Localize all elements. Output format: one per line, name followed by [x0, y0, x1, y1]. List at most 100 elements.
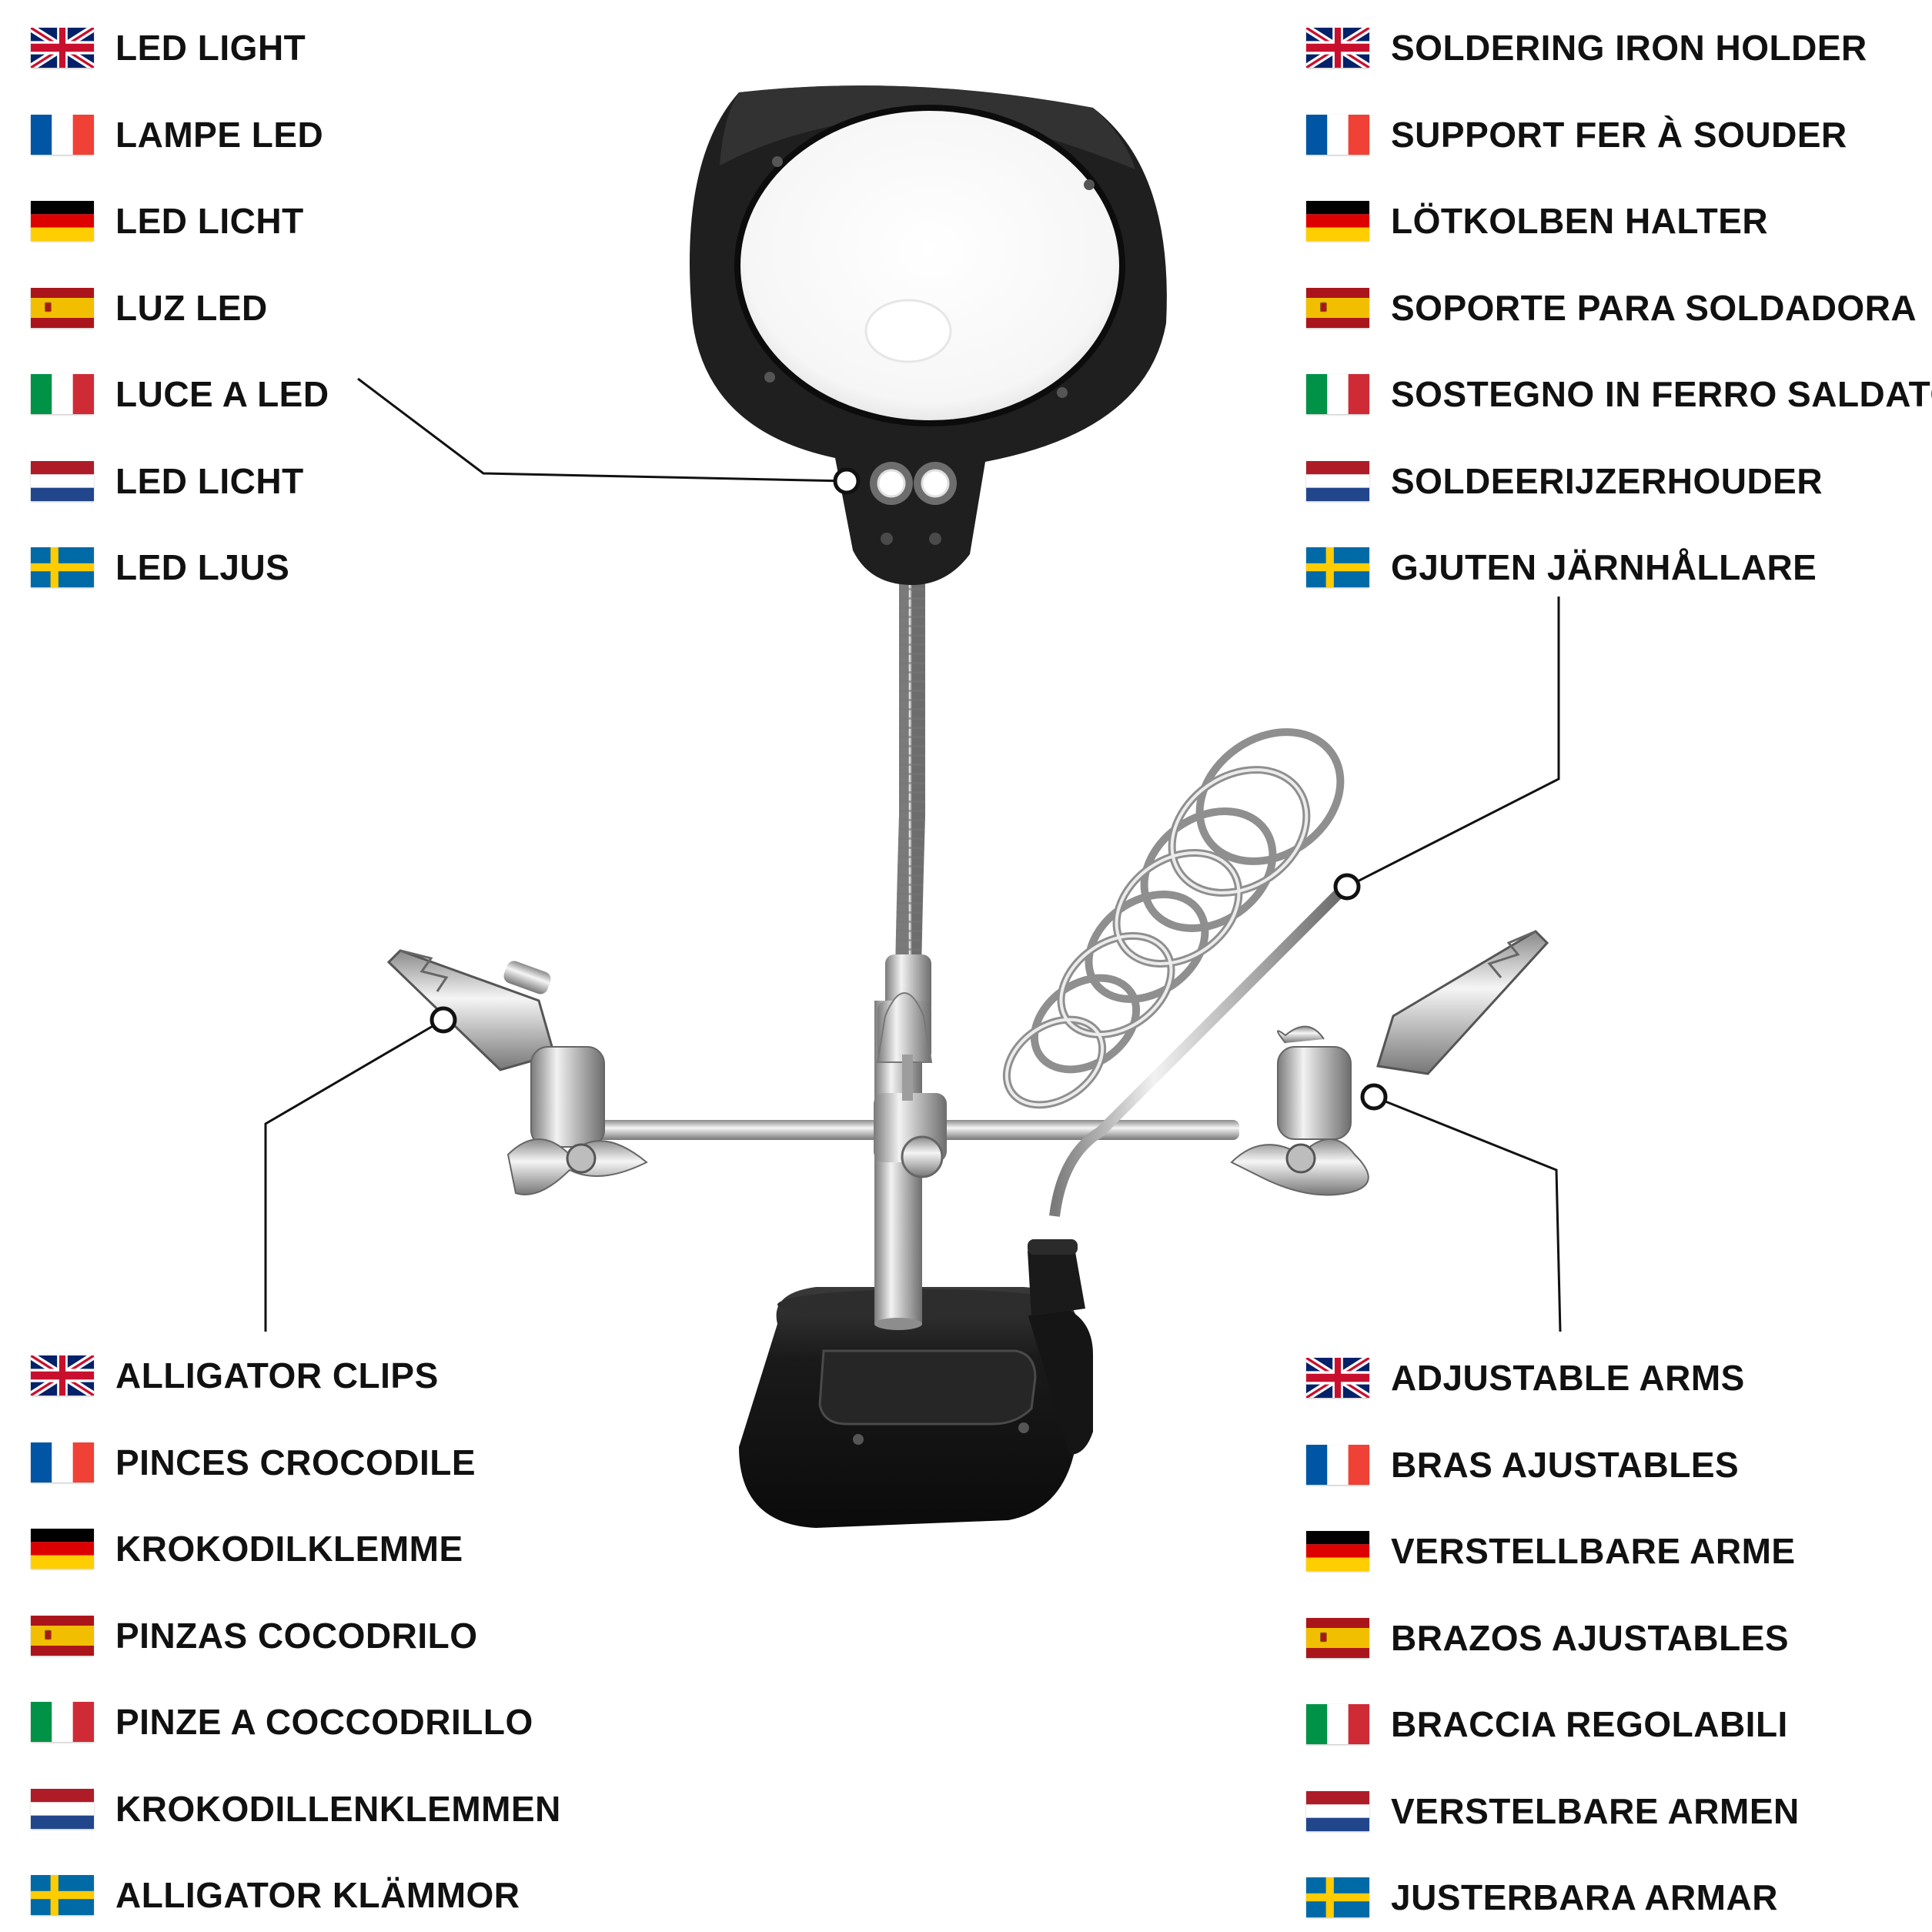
label-text: GJUTEN JÄRNHÅLLARE: [1391, 547, 1817, 587]
label-text: KROKODILLENKLEMMEN: [115, 1788, 561, 1829]
soldering-coil: [1002, 728, 1345, 1217]
label-text: BRACCIA REGOLABILI: [1391, 1704, 1788, 1744]
leader-dot-holder: [1333, 873, 1361, 901]
france-flag-icon: [31, 114, 94, 155]
label-text: LÖTKOLBEN HALTER: [1391, 201, 1769, 241]
uk-flag-icon: [31, 1355, 94, 1396]
label-text: JUSTERBARA ARMAR: [1391, 1877, 1778, 1917]
netherlands-flag-icon: [1306, 1790, 1369, 1831]
label-text: LUZ LED: [115, 287, 268, 328]
label-row: ALLIGATOR CLIPS: [31, 1345, 439, 1406]
label-text: SOSTEGNO IN FERRO SALDATO: [1391, 374, 1932, 414]
label-text: BRAS AJUSTABLES: [1391, 1444, 1740, 1485]
label-row: PINZE A COCCODRILLO: [31, 1691, 533, 1753]
leader-line-arms: [1373, 1095, 1562, 1332]
label-row: GJUTEN JÄRNHÅLLARE: [1306, 536, 1817, 598]
stand-base: [739, 1239, 1093, 1528]
uk-flag-icon: [1306, 28, 1369, 68]
leader-dot-arms: [1360, 1083, 1388, 1111]
spain-flag-icon: [31, 287, 94, 328]
label-text: VERSTELLBARE ARME: [1391, 1531, 1796, 1571]
germany-flag-icon: [31, 1529, 94, 1569]
label-row: LUCE A LED: [31, 363, 329, 425]
magnifier-head: [690, 85, 1167, 586]
label-text: LED LIGHT: [115, 28, 306, 68]
italy-flag-icon: [1306, 374, 1369, 414]
label-row: SUPPORT FER À SOUDER: [1306, 104, 1847, 165]
label-row: SOPORTE PARA SOLDADORA: [1306, 277, 1917, 339]
germany-flag-icon: [1306, 201, 1369, 241]
germany-flag-icon: [31, 201, 94, 241]
germany-flag-icon: [1306, 1531, 1369, 1571]
france-flag-icon: [31, 1442, 94, 1482]
label-row: ADJUSTABLE ARMS: [1306, 1347, 1745, 1409]
leader-line-clips: [264, 1018, 444, 1332]
label-row: BRACCIA REGOLABILI: [1306, 1693, 1788, 1755]
label-row: PINCES CROCODILE: [31, 1432, 476, 1493]
label-row: LED LIGHT: [31, 17, 306, 79]
sweden-flag-icon: [31, 1875, 94, 1915]
label-text: LED LJUS: [115, 547, 290, 587]
label-row: BRAS AJUSTABLES: [1306, 1434, 1739, 1496]
label-text: KROKODILKLEMME: [115, 1529, 463, 1569]
label-text: LED LICHT: [115, 460, 304, 501]
leader-dots: [430, 467, 1388, 1111]
leader-dot-clips: [430, 1006, 457, 1034]
netherlands-flag-icon: [31, 1788, 94, 1829]
italy-flag-icon: [31, 1702, 94, 1742]
spain-flag-icon: [1306, 287, 1369, 328]
label-text: LED LICHT: [115, 201, 304, 241]
label-row: VERSTELLBARE ARME: [1306, 1520, 1796, 1582]
italy-flag-icon: [31, 374, 94, 414]
france-flag-icon: [1306, 114, 1369, 155]
label-row: LAMPE LED: [31, 104, 323, 165]
leader-line-holder: [1346, 597, 1560, 888]
left-alligator-clip: [386, 949, 648, 1195]
leader-lines: [264, 377, 1562, 1332]
label-text: BRAZOS AJUSTABLES: [1391, 1617, 1790, 1658]
label-row: SOLDEERIJZERHOUDER: [1306, 450, 1823, 512]
label-row: SOLDERING IRON HOLDER: [1306, 17, 1867, 79]
label-text: VERSTELBARE ARMEN: [1391, 1790, 1800, 1831]
sweden-flag-icon: [1306, 547, 1369, 587]
label-text: PINZE A COCCODRILLO: [115, 1702, 533, 1742]
france-flag-icon: [1306, 1444, 1369, 1485]
sweden-flag-icon: [31, 547, 94, 587]
label-row: KROKODILKLEMME: [31, 1518, 463, 1579]
uk-flag-icon: [1306, 1358, 1369, 1398]
label-row: JUSTERBARA ARMAR: [1306, 1867, 1778, 1928]
right-alligator-clip: [1230, 930, 1549, 1196]
netherlands-flag-icon: [31, 460, 94, 501]
label-text: LAMPE LED: [115, 114, 324, 155]
gooseneck: [885, 570, 931, 1016]
label-row: KROKODILLENKLEMMEN: [31, 1778, 561, 1840]
label-text: ADJUSTABLE ARMS: [1391, 1358, 1745, 1398]
label-text: PINZAS COCODRILO: [115, 1615, 478, 1656]
leader-line-led: [357, 377, 847, 483]
label-text: SUPPORT FER À SOUDER: [1391, 114, 1847, 155]
label-row: VERSTELBARE ARMEN: [1306, 1780, 1800, 1842]
label-row: LUZ LED: [31, 277, 268, 339]
label-row: BRAZOS AJUSTABLES: [1306, 1607, 1789, 1669]
horizontal-arm-bar: [531, 992, 1239, 1178]
label-text: SOPORTE PARA SOLDADORA: [1391, 287, 1917, 328]
spain-flag-icon: [1306, 1617, 1369, 1658]
italy-flag-icon: [1306, 1704, 1369, 1744]
label-text: ALLIGATOR CLIPS: [115, 1355, 439, 1396]
leader-dot-led: [833, 467, 861, 495]
label-row: LED LICHT: [31, 450, 304, 512]
label-row: LED LJUS: [31, 536, 289, 598]
label-text: ALLIGATOR KLÄMMOR: [115, 1875, 520, 1915]
label-row: LED LICHT: [31, 190, 304, 252]
spain-flag-icon: [31, 1615, 94, 1656]
label-text: SOLDERING IRON HOLDER: [1391, 28, 1867, 68]
label-text: SOLDEERIJZERHOUDER: [1391, 460, 1823, 501]
label-text: LUCE A LED: [115, 374, 329, 414]
netherlands-flag-icon: [1306, 460, 1369, 501]
label-row: SOSTEGNO IN FERRO SALDATO: [1306, 363, 1932, 425]
label-row: ALLIGATOR KLÄMMOR: [31, 1864, 520, 1926]
label-row: PINZAS COCODRILO: [31, 1605, 478, 1666]
sweden-flag-icon: [1306, 1877, 1369, 1917]
label-text: PINCES CROCODILE: [115, 1442, 476, 1482]
